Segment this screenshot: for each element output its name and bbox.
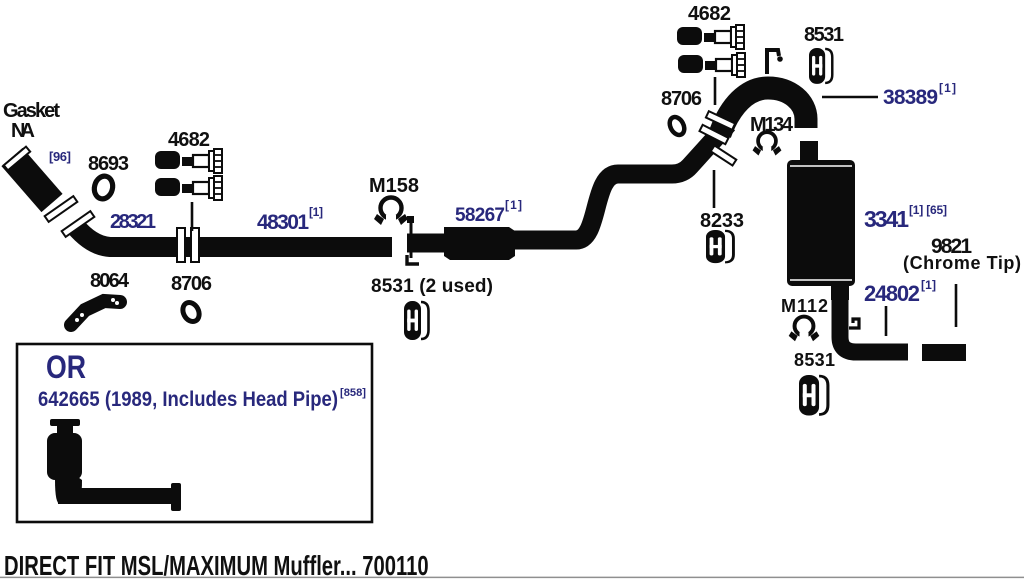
svg-text:48301: 48301 xyxy=(257,211,309,234)
svg-text:8064: 8064 xyxy=(90,270,130,292)
svg-text:M112: M112 xyxy=(781,296,828,316)
svg-text:642665 (1989, Includes Head Pi: 642665 (1989, Includes Head Pipe) xyxy=(38,388,338,411)
svg-text:8531: 8531 xyxy=(794,350,835,370)
svg-text:Gasket: Gasket xyxy=(3,100,60,122)
svg-text:[1]: [1] xyxy=(505,198,522,212)
svg-text:28321: 28321 xyxy=(110,211,156,233)
svg-text:9821: 9821 xyxy=(931,235,972,258)
svg-text:8706: 8706 xyxy=(661,88,702,110)
svg-text:(Chrome Tip): (Chrome Tip) xyxy=(903,253,1021,273)
svg-text:[1]: [1] xyxy=(939,81,956,95)
svg-text:[1] [65]: [1] [65] xyxy=(909,203,947,217)
svg-text:24802: 24802 xyxy=(864,281,920,306)
svg-text:M134: M134 xyxy=(750,114,794,136)
svg-text:8531 (2 used): 8531 (2 used) xyxy=(371,276,493,297)
svg-text:DIRECT FIT MSL/MAXIMUM Muffler: DIRECT FIT MSL/MAXIMUM Muffler... 700110 xyxy=(4,551,429,579)
svg-text:[1]: [1] xyxy=(309,205,323,219)
svg-text:8531: 8531 xyxy=(804,24,844,46)
svg-text:8706: 8706 xyxy=(171,273,212,295)
svg-text:38389: 38389 xyxy=(883,86,938,109)
svg-text:3341: 3341 xyxy=(864,206,909,232)
svg-text:M158: M158 xyxy=(369,175,419,197)
svg-text:[96]: [96] xyxy=(49,149,71,164)
svg-text:[858]: [858] xyxy=(340,387,366,399)
svg-text:4682: 4682 xyxy=(688,3,731,25)
svg-text:8693: 8693 xyxy=(88,153,129,175)
svg-text:OR: OR xyxy=(46,349,86,385)
svg-text:58267: 58267 xyxy=(455,205,505,226)
svg-text:[1]: [1] xyxy=(921,278,936,292)
svg-text:NA: NA xyxy=(11,120,35,142)
svg-text:8233: 8233 xyxy=(700,210,744,232)
svg-text:4682: 4682 xyxy=(168,129,210,151)
